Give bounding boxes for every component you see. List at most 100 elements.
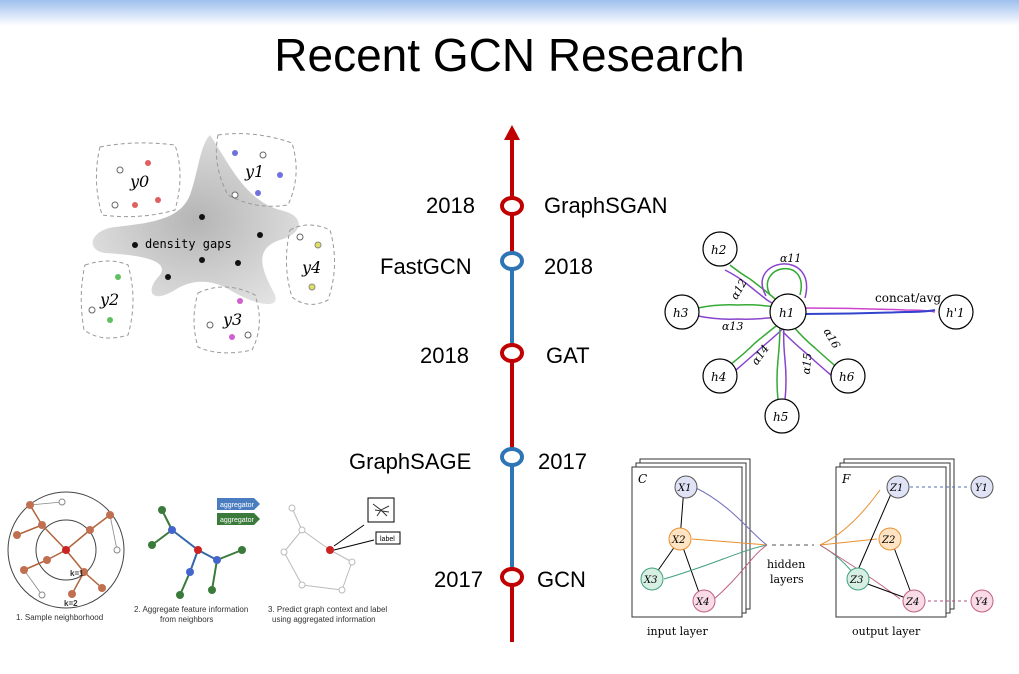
sage-predict-graph bbox=[280, 504, 356, 594]
sage-k2-ring bbox=[7, 491, 125, 609]
sage-step2-caption-line1: 2. Aggregate feature information bbox=[134, 605, 248, 614]
timeline-node-graphsgan bbox=[500, 196, 524, 216]
gcn-node-y4 bbox=[970, 589, 994, 613]
timeline-model-graphsgan: GraphSGAN bbox=[544, 193, 668, 218]
timeline-node-gcn bbox=[500, 567, 524, 587]
cluster-y2-label: y2 bbox=[99, 290, 119, 309]
gcn-hidden-label-line2: layers bbox=[770, 573, 804, 586]
gcn-node-x2 bbox=[668, 527, 692, 551]
gat-node-h2 bbox=[702, 231, 738, 267]
gcn-label-y1: Y1 bbox=[975, 483, 988, 494]
gcn-input-layer-caption: input layer bbox=[647, 625, 708, 638]
sage-unsampled-edges bbox=[23, 501, 118, 596]
gat-node-h6 bbox=[830, 358, 866, 394]
sage-k2-label: k=2 bbox=[64, 599, 78, 608]
gcn-label-links bbox=[910, 486, 970, 602]
gcn-label-z4: Z4 bbox=[905, 597, 919, 608]
gat-node-h5 bbox=[764, 398, 800, 434]
graphsgan-points bbox=[88, 150, 322, 340]
gcn-label-y4: Y4 bbox=[975, 597, 988, 608]
timeline-node-graphsage bbox=[500, 447, 524, 467]
timeline-model-graphsage: GraphSAGE bbox=[349, 449, 472, 474]
gcn-label-z1: Z1 bbox=[889, 483, 903, 494]
timeline-year-gcn: 2017 bbox=[434, 567, 483, 592]
gat-label-h3: h3 bbox=[673, 306, 689, 320]
timeline-year-fastgcn: 2018 bbox=[544, 254, 593, 279]
gcn-figure: C F X1 X2 X3 X4 Z1 Z2 Z3 Z4 Y1 Y4 hidden… bbox=[631, 458, 994, 638]
cluster-y3-label: y3 bbox=[222, 310, 242, 329]
sage-step2-caption-line2: from neighbors bbox=[160, 615, 213, 624]
sage-aggregator-arrow-green bbox=[217, 513, 260, 525]
graphsage-figure: k=1 k=2 1. Sample neighborhood aggregato… bbox=[7, 491, 401, 624]
timeline-year-graphsage: 2017 bbox=[538, 449, 587, 474]
sage-k1-label: k=1 bbox=[70, 569, 84, 578]
gcn-hidden-label-line1: hidden bbox=[767, 558, 805, 571]
sage-label-box bbox=[375, 531, 401, 545]
sage-k1-ring bbox=[35, 519, 97, 581]
page-title: Recent GCN Research bbox=[274, 29, 745, 81]
gcn-node-x1 bbox=[674, 475, 698, 499]
gcn-node-z4 bbox=[902, 589, 926, 613]
gcn-label-x3: X3 bbox=[643, 575, 657, 586]
timeline-node-gat bbox=[500, 343, 524, 363]
gat-figure: h2 h3 h1 h4 h5 h6 h'1 α11 α12 α13 α14 α1… bbox=[664, 231, 974, 434]
sage-aggregate-graph bbox=[148, 506, 246, 599]
gat-alpha-11: α11 bbox=[780, 252, 801, 265]
gcn-label-x1: X1 bbox=[677, 483, 691, 494]
cluster-y0-label: y0 bbox=[129, 172, 149, 191]
gcn-label-z3: Z3 bbox=[849, 575, 863, 586]
sage-aggregator-arrow-blue bbox=[217, 498, 260, 510]
cluster-y1-label: y1 bbox=[244, 162, 264, 181]
timeline-year-graphsgan: 2018 bbox=[426, 193, 475, 218]
gcn-label-x2: X2 bbox=[671, 535, 685, 546]
gcn-output-layer-caption: output layer bbox=[852, 625, 921, 638]
timeline-model-fastgcn: FastGCN bbox=[380, 254, 472, 279]
top-gradient-band bbox=[0, 0, 1019, 26]
sage-label-arrow bbox=[333, 539, 375, 551]
density-gaps-label: density gaps bbox=[145, 237, 232, 251]
timeline-arrow-head bbox=[504, 125, 520, 140]
gcn-label-x4: X4 bbox=[695, 597, 709, 608]
gcn-output-f-label: F bbox=[841, 472, 851, 486]
gcn-input-c-label: C bbox=[638, 472, 647, 486]
sage-predict-target-node bbox=[326, 546, 334, 554]
gat-node-h3 bbox=[664, 294, 700, 330]
cluster-y4-boundary bbox=[285, 224, 336, 305]
gat-label-h5: h5 bbox=[773, 410, 788, 424]
sage-step1-caption: 1. Sample neighborhood bbox=[16, 613, 103, 622]
cluster-y1-boundary bbox=[215, 133, 297, 207]
gcn-node-z1 bbox=[886, 475, 910, 499]
timeline-model-gcn: GCN bbox=[537, 567, 586, 592]
gcn-node-x4 bbox=[692, 589, 716, 613]
density-gap-region bbox=[92, 135, 299, 305]
timeline bbox=[500, 125, 524, 642]
timeline-node-fastgcn bbox=[500, 251, 524, 271]
gat-node-h1-prime bbox=[938, 294, 974, 330]
timeline-year-gat: 2018 bbox=[420, 343, 469, 368]
graphsgan-figure: y0 y1 y2 y3 y4 density gaps bbox=[80, 133, 336, 354]
gat-label-h1: h1 bbox=[779, 306, 794, 320]
cluster-y4-label: y4 bbox=[301, 258, 321, 277]
sage-aggregator-label-1: aggregator bbox=[220, 502, 255, 509]
gcn-label-z2: Z2 bbox=[881, 535, 895, 546]
gat-label-h1-prime: h'1 bbox=[946, 306, 965, 320]
cluster-y3-boundary bbox=[193, 286, 260, 354]
gat-concat-avg-label: concat/avg bbox=[875, 291, 941, 305]
gat-node-h1 bbox=[769, 293, 807, 331]
gat-label-h2: h2 bbox=[711, 243, 726, 257]
gcn-node-z3 bbox=[846, 567, 870, 591]
gat-alpha-12: α12 bbox=[728, 277, 750, 302]
gat-label-h6: h6 bbox=[839, 370, 855, 384]
cluster-y0-boundary bbox=[95, 142, 181, 218]
sage-step3-caption-line1: 3. Predict graph context and label bbox=[268, 605, 387, 614]
timeline-model-gat: GAT bbox=[546, 343, 590, 368]
gcn-node-z2 bbox=[878, 527, 902, 551]
sage-aggregator-label-2: aggregator bbox=[220, 517, 255, 524]
gat-alpha-13: α13 bbox=[722, 320, 743, 333]
sage-context-graph-icon bbox=[372, 503, 390, 517]
gat-label-h4: h4 bbox=[711, 370, 726, 384]
gat-node-h4 bbox=[702, 358, 738, 394]
gcn-node-x3 bbox=[640, 567, 664, 591]
gat-alpha-15: α15 bbox=[800, 352, 815, 374]
gat-alpha-16: α16 bbox=[821, 326, 843, 351]
